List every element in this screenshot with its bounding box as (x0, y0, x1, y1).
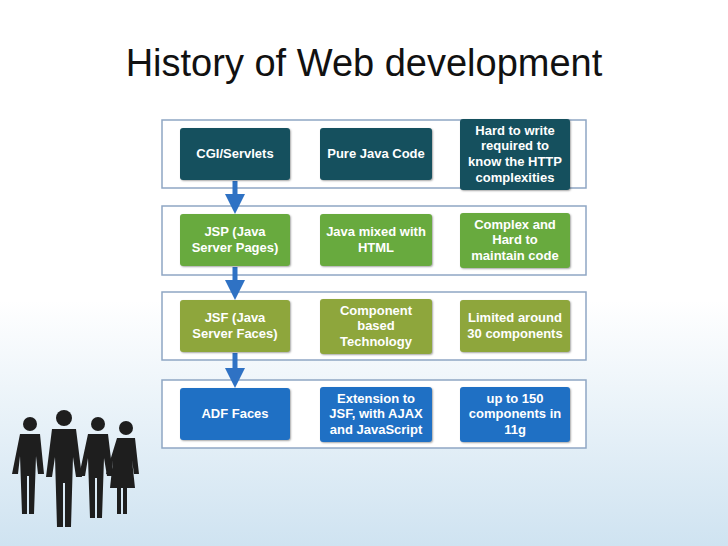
limitation-box: Limited around 30 components (460, 300, 570, 352)
description-box: Component based Technology (320, 299, 432, 354)
technology-box: CGI/Servlets (180, 128, 290, 180)
box-label: JSF (Java Server Faces) (186, 310, 284, 341)
limitation-box: Hard to write required to know the HTTP … (460, 119, 570, 190)
row-band (162, 120, 586, 188)
people-silhouettes (12, 410, 139, 527)
flow-arrow (233, 353, 238, 378)
box-label: Java mixed with HTML (326, 224, 426, 255)
box-label: Limited around 30 components (466, 310, 564, 341)
box-label: Pure Java Code (327, 146, 425, 162)
box-label: JSP (Java Server Pages) (186, 224, 284, 255)
box-label: up to 150 components in 11g (466, 391, 564, 438)
description-box: Pure Java Code (320, 128, 432, 180)
box-label: Hard to write required to know the HTTP … (466, 123, 564, 185)
slide-title: History of Web development (0, 42, 728, 85)
box-label: Extension to JSF, with AJAX and JavaScri… (326, 391, 426, 438)
technology-box: JSP (Java Server Pages) (180, 214, 290, 266)
row-band (162, 206, 586, 275)
technology-box: ADF Faces (180, 388, 290, 440)
limitation-box: up to 150 components in 11g (460, 387, 570, 442)
box-label: Component based Technology (326, 303, 426, 350)
limitation-box: Complex and Hard to maintain code (460, 213, 570, 268)
flow-arrow (233, 181, 238, 204)
box-label: ADF Faces (201, 406, 268, 422)
row-band (162, 380, 586, 448)
box-label: CGI/Servlets (196, 146, 273, 162)
row-band (162, 292, 586, 360)
box-label: Complex and Hard to maintain code (466, 217, 564, 264)
technology-box: JSF (Java Server Faces) (180, 300, 290, 352)
flow-arrow (233, 267, 238, 290)
description-box: Extension to JSF, with AJAX and JavaScri… (320, 387, 432, 442)
description-box: Java mixed with HTML (320, 214, 432, 266)
